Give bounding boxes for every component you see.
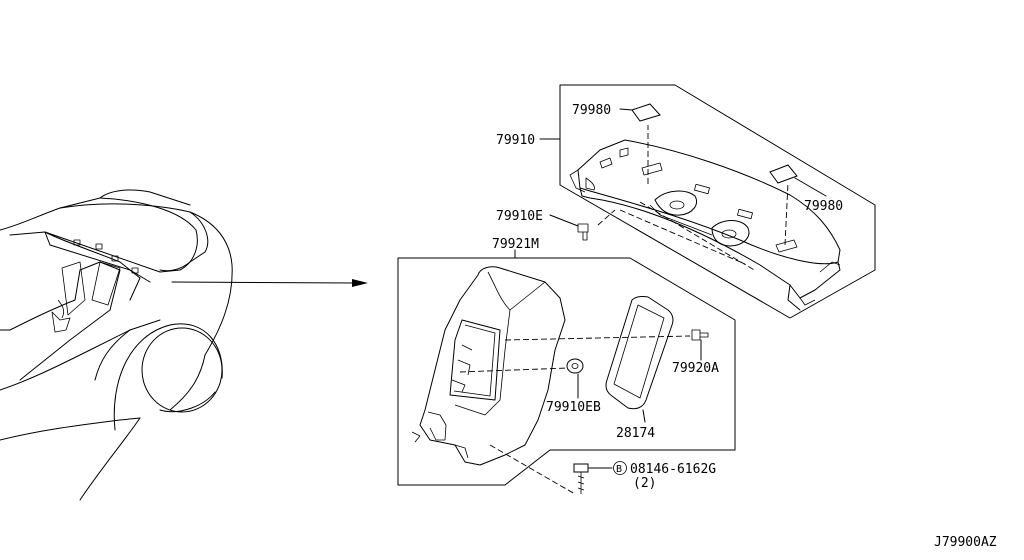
bolt-08146-6162g-icon [573, 463, 589, 494]
screw-79920a-icon [691, 329, 709, 341]
clip-79910e-icon [577, 223, 589, 241]
label-finisher-clip: 79910EB [546, 400, 601, 415]
side-finisher-illustration [411, 266, 709, 495]
car-rear-illustration [0, 189, 233, 501]
diagram-code: J79900AZ [934, 535, 997, 550]
label-shelf-cover-right: 79980 [804, 199, 843, 214]
label-bolt-qty: (2) [633, 476, 656, 491]
bolt-circle-b-icon: B [613, 461, 627, 475]
label-screw: 79920A [672, 361, 719, 376]
cover-panel-28174-icon [605, 295, 674, 410]
leader-lines [514, 108, 827, 469]
label-cover-panel: 28174 [616, 426, 655, 441]
clip-79910eb-icon [566, 358, 584, 374]
label-side-finisher: 79921M [492, 237, 539, 252]
parcel-shelf-illustration [569, 103, 841, 311]
label-shelf-clip: 79910E [496, 209, 543, 224]
side-finisher-box [397, 257, 736, 486]
direction-arrow [171, 279, 368, 287]
label-rear-parcel-shelf: 79910 [496, 133, 535, 148]
bolt-prefix-letter: B [616, 464, 622, 475]
label-bolt: 08146-6162G [630, 462, 716, 477]
label-shelf-cover-top: 79980 [572, 103, 611, 118]
parcel-shelf-box [559, 84, 876, 319]
part-labels: 79910 79980 79980 79910E 79921M 79920A 7… [492, 103, 997, 550]
